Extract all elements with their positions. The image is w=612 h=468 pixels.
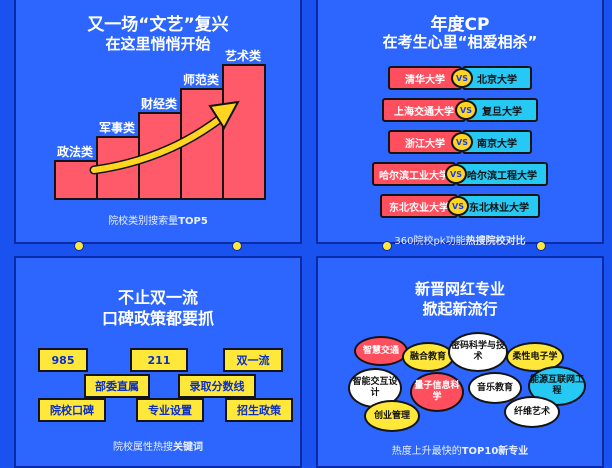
panel1-caption: 院校类别搜索量TOP5 [16, 212, 300, 227]
panel4-caption-prefix: 热度上升最快的 [391, 446, 462, 457]
growth-arrow-icon [89, 100, 240, 175]
bar-label-3: 师范类 [182, 73, 219, 87]
bar-label-2: 财经类 [140, 97, 177, 111]
panel4-caption: 热度上升最快的TOP10新专业 [318, 442, 602, 457]
cp-left-school: 清华大学 [388, 66, 462, 90]
panel2-caption-bold: 热搜院校对比 [465, 236, 526, 247]
major-bubble: 智慧交通 [354, 336, 408, 366]
panel4-caption-bold: TOP10新专业 [461, 446, 529, 457]
panel1-caption-prefix: 院校类别搜索量 [108, 216, 179, 227]
cp-right-school: 复旦大学 [466, 98, 538, 122]
keyword-tag: 录取分数线 [178, 374, 256, 398]
panel-new-majors: 新晋网红专业 掀起新流行 智慧交通 融合教育 密码科学与技术 柔性电子学 智能交… [316, 256, 604, 468]
major-bubble: 纤维艺术 [504, 396, 560, 428]
cp-right-school: 东北林业大学 [458, 194, 540, 218]
panel3-title-line2: 口碑政策都要抓 [101, 309, 214, 328]
major-bubble: 创业管理 [364, 400, 420, 432]
panel4-title-line1: 新晋网红专业 [414, 280, 505, 298]
bar-label-0: 政法类 [56, 145, 93, 159]
bar-label-4: 艺术类 [224, 49, 261, 63]
panel3-caption-prefix: 院校属性热搜 [113, 442, 173, 453]
panel3-title-line1: 不止双一流 [117, 288, 198, 307]
cp-left-school: 东北农业大学 [380, 194, 458, 218]
cp-right-school: 哈尔滨工程大学 [456, 162, 548, 186]
vs-badge: VS [451, 68, 473, 88]
vs-badge: VS [445, 164, 467, 184]
panel3-caption: 院校属性热搜关键词 [16, 438, 300, 453]
connector-dot [74, 241, 84, 251]
cp-left-school: 上海交通大学 [382, 98, 466, 122]
panel1-caption-bold: TOP5 [178, 216, 208, 227]
panel1-title-line2: 在这里悄悄开始 [105, 35, 211, 53]
panel3-caption-bold: 关键词 [173, 442, 203, 453]
keyword-tag: 院校口碑 [38, 398, 106, 422]
keyword-tag: 招生政策 [225, 398, 293, 422]
panel2-title-line2: 在考生心里“相爱相杀” [382, 33, 538, 51]
bar-0 [54, 160, 98, 200]
cp-left-school: 哈尔滨工业大学 [372, 162, 456, 186]
major-bubble: 量子信息科学 [410, 372, 464, 412]
panel2-title-line1: 年度CP [430, 15, 490, 35]
cp-left-school: 浙江大学 [388, 130, 462, 154]
vs-badge: VS [455, 100, 477, 120]
keyword-tag: 985 [38, 348, 88, 372]
bar-label-1: 军事类 [98, 121, 135, 135]
major-bubble: 密码科学与技术 [448, 332, 508, 372]
panel-keywords: 不止双一流 口碑政策都要抓 985 211 双一流 部委直属 录取分数线 院校口… [14, 256, 302, 468]
panel1-title-line1: 又一场“文艺”复兴 [87, 15, 229, 35]
panel2-caption: 360院校pk功能热搜院校对比 [318, 232, 602, 247]
connector-dot [382, 241, 392, 251]
keyword-tag: 双一流 [223, 348, 283, 372]
keyword-tag: 部委直属 [84, 374, 150, 398]
keyword-tag: 专业设置 [136, 398, 204, 422]
keyword-tag: 211 [130, 348, 188, 372]
panel2-caption-prefix: 360院校pk功能 [394, 236, 466, 247]
vs-badge: VS [447, 196, 469, 216]
connector-dot [536, 241, 546, 251]
connector-dot [232, 241, 242, 251]
major-bubble: 音乐教育 [468, 372, 522, 404]
major-bubble: 融合教育 [402, 342, 454, 372]
bar-4 [222, 64, 266, 200]
panel4-title-line2: 掀起新流行 [422, 300, 498, 318]
panel-category-search: 又一场“文艺”复兴 在这里悄悄开始 政法类军事类财经类师范类艺术类 院校类别搜索… [14, 0, 302, 244]
vs-badge: VS [451, 132, 473, 152]
